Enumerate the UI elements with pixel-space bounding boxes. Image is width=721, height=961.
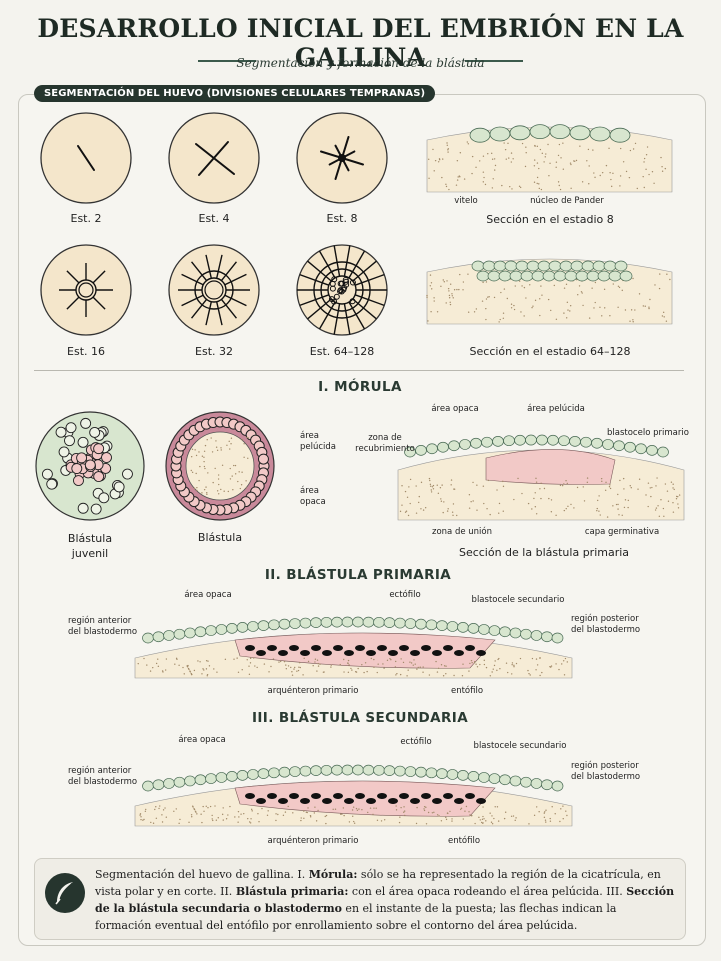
- label-area-opaca-morula: área opaca: [431, 404, 478, 414]
- caption-box: Segmentación del huevo de gallina. I. Mó…: [34, 858, 686, 940]
- label-capa-germinativa: capa germinativa: [585, 527, 659, 537]
- label-nucleo-pander: núcleo de Pander: [530, 196, 604, 206]
- label-zona-recubrimiento: zona de recubrimiento: [355, 433, 415, 455]
- label-region-posterior-primaria: región posterior del blastodermo: [571, 614, 640, 636]
- section64-yolk: [427, 259, 672, 324]
- section-divider: [34, 370, 684, 371]
- stage-label-16: Est. 16: [67, 345, 105, 358]
- stage-label-8: Est. 8: [327, 212, 358, 225]
- label-blastocele-secundario-primaria: blastocele secundario: [472, 595, 565, 605]
- stage-label-2: Est. 2: [71, 212, 102, 225]
- stage-label-32: Est. 32: [195, 345, 233, 358]
- label-arqueenteron-primaria: arquénteron primario: [268, 686, 359, 696]
- caption-text: Segmentación del huevo de gallina. I. Mó…: [95, 866, 675, 934]
- label-area-opaca-side: área opaca: [300, 486, 326, 508]
- label-region-anterior-primaria: región anterior del blastodermo: [68, 616, 137, 638]
- label-blastula-juvenil: Blástula juvenil: [68, 531, 112, 561]
- label-ectofilo-primaria: ectófilo: [389, 590, 420, 600]
- primaria-heading: II. BLÁSTULA PRIMARIA: [265, 567, 451, 583]
- label-vitelo: vitelo: [454, 196, 478, 206]
- label-area-pelucida-morula: área pelúcida: [527, 404, 585, 414]
- label-arqueenteron-secundaria: arquénteron primario: [268, 836, 359, 846]
- egg-stage-16: [41, 245, 131, 335]
- stage-label-4: Est. 4: [199, 212, 230, 225]
- section8-caption: Sección en el estadio 8: [486, 213, 613, 226]
- feather-icon: [45, 873, 85, 913]
- label-area-opaca-primaria: área opaca: [184, 590, 231, 600]
- label-blastula: Blástula: [198, 531, 242, 544]
- label-blastocele-secundario-secundaria: blastocele secundario: [474, 741, 567, 751]
- stage-label-64: Est. 64–128: [310, 345, 374, 358]
- label-entofilo-primaria: entófilo: [451, 686, 483, 696]
- morula-section-caption: Sección de la blástula primaria: [459, 546, 629, 559]
- section64-caption: Sección en el estadio 64–128: [470, 345, 631, 358]
- label-region-anterior-secundaria: región anterior del blastodermo: [68, 766, 137, 788]
- label-region-posterior-secundaria: región posterior del blastodermo: [571, 761, 640, 783]
- label-blastocelo-primario: blastocelo primario: [607, 428, 689, 438]
- label-ectofilo-secundaria: ectófilo: [400, 737, 431, 747]
- label-area-pelucida-side: área pelúcida: [300, 431, 336, 453]
- label-entofilo-secundaria: entófilo: [448, 836, 480, 846]
- section8-yolk: [427, 127, 672, 192]
- secundaria-heading: III. BLÁSTULA SECUNDARIA: [252, 710, 468, 726]
- morula-heading: I. MÓRULA: [318, 379, 402, 395]
- label-area-opaca-secundaria: área opaca: [178, 735, 225, 745]
- label-zona-union: zona de unión: [432, 527, 492, 537]
